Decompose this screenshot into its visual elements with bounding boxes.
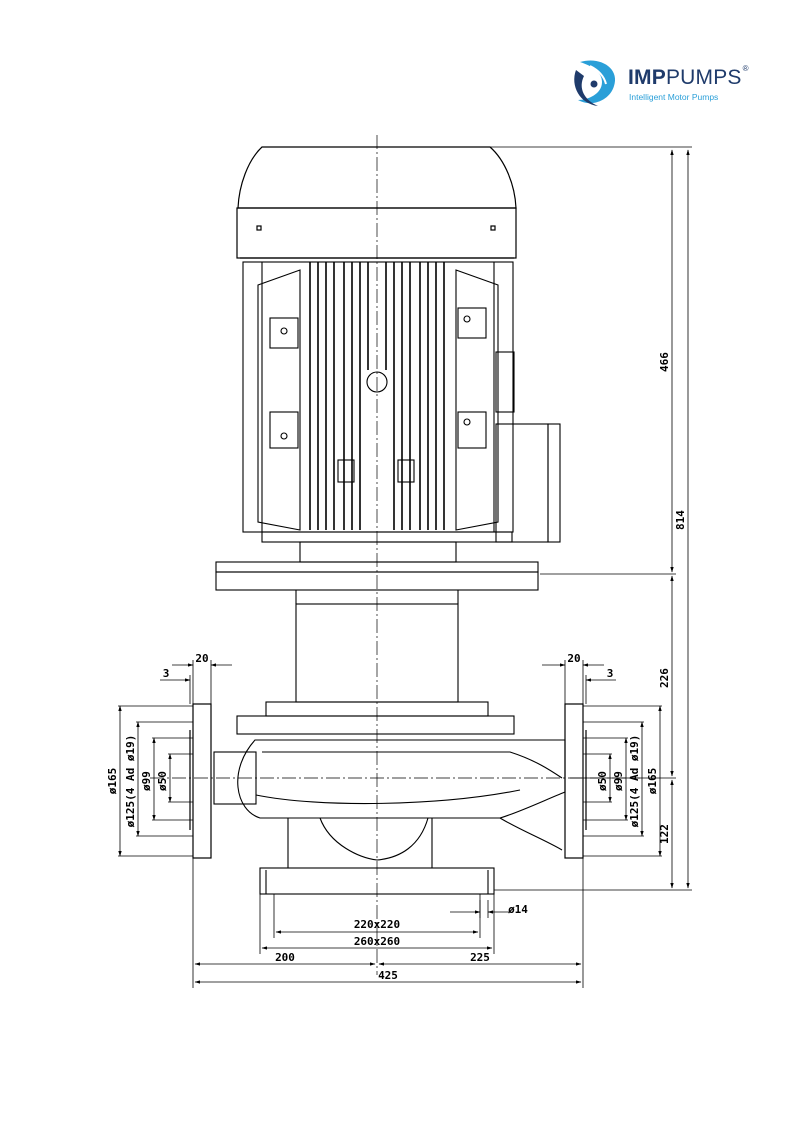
dim-motor-height: 466 xyxy=(658,352,671,372)
lantern-housing xyxy=(236,590,515,735)
dim-flange-offset-right: 3 xyxy=(607,667,614,680)
dim-flange-offset-left: 3 xyxy=(163,667,170,680)
dim-bore-left: ø50 xyxy=(156,771,169,791)
motor-body xyxy=(242,261,514,533)
dim-bore-right: ø50 xyxy=(596,771,609,791)
pump-casing xyxy=(213,739,566,868)
dim-raised-face-left: ø99 xyxy=(140,771,153,791)
dim-bolt-circle-right: ø125(4 Ad ø19) xyxy=(628,735,641,828)
dim-base-size: 260x260 xyxy=(354,935,400,948)
motor-bracket xyxy=(215,531,539,591)
inlet-flange xyxy=(189,703,212,859)
dim-base-to-axis: 122 xyxy=(658,824,671,844)
dimension-lines xyxy=(118,146,692,988)
motor-cooling-fins xyxy=(309,262,445,530)
outlet-flange xyxy=(564,703,587,859)
dim-base-holes-spacing: 220x220 xyxy=(354,918,400,931)
dim-raised-face-right: ø99 xyxy=(612,771,625,791)
dim-flange-thickness-left: 20 xyxy=(195,652,208,665)
dim-flange-thickness-right: 20 xyxy=(567,652,580,665)
brand-name: IMPPUMPS® xyxy=(628,64,749,89)
center-lines xyxy=(150,135,640,975)
imp-pump-swirl-icon xyxy=(574,60,616,106)
base-plate xyxy=(259,867,495,895)
motor-fan-cover xyxy=(236,146,517,259)
dim-base-hole: ø14 xyxy=(508,903,528,916)
dim-axis-to-right: 225 xyxy=(470,951,490,964)
dim-overall-width: 425 xyxy=(378,969,398,982)
dimension-labels: 466 814 226 122 20 3 20 3 ø165 ø125(4 Ad… xyxy=(106,352,687,982)
dim-total-height: 814 xyxy=(674,510,687,530)
terminal-box xyxy=(495,351,561,543)
dim-left-to-axis: 200 xyxy=(275,951,295,964)
company-logo: IMPPUMPS® Intelligent Motor Pumps xyxy=(570,56,760,110)
dim-bolt-circle-left: ø125(4 Ad ø19) xyxy=(124,735,137,828)
dim-flange-od-left: ø165 xyxy=(106,768,119,795)
dim-flange-od-right: ø165 xyxy=(646,768,659,795)
brand-tagline: Intelligent Motor Pumps xyxy=(629,92,719,102)
dim-pump-height: 226 xyxy=(658,668,671,688)
